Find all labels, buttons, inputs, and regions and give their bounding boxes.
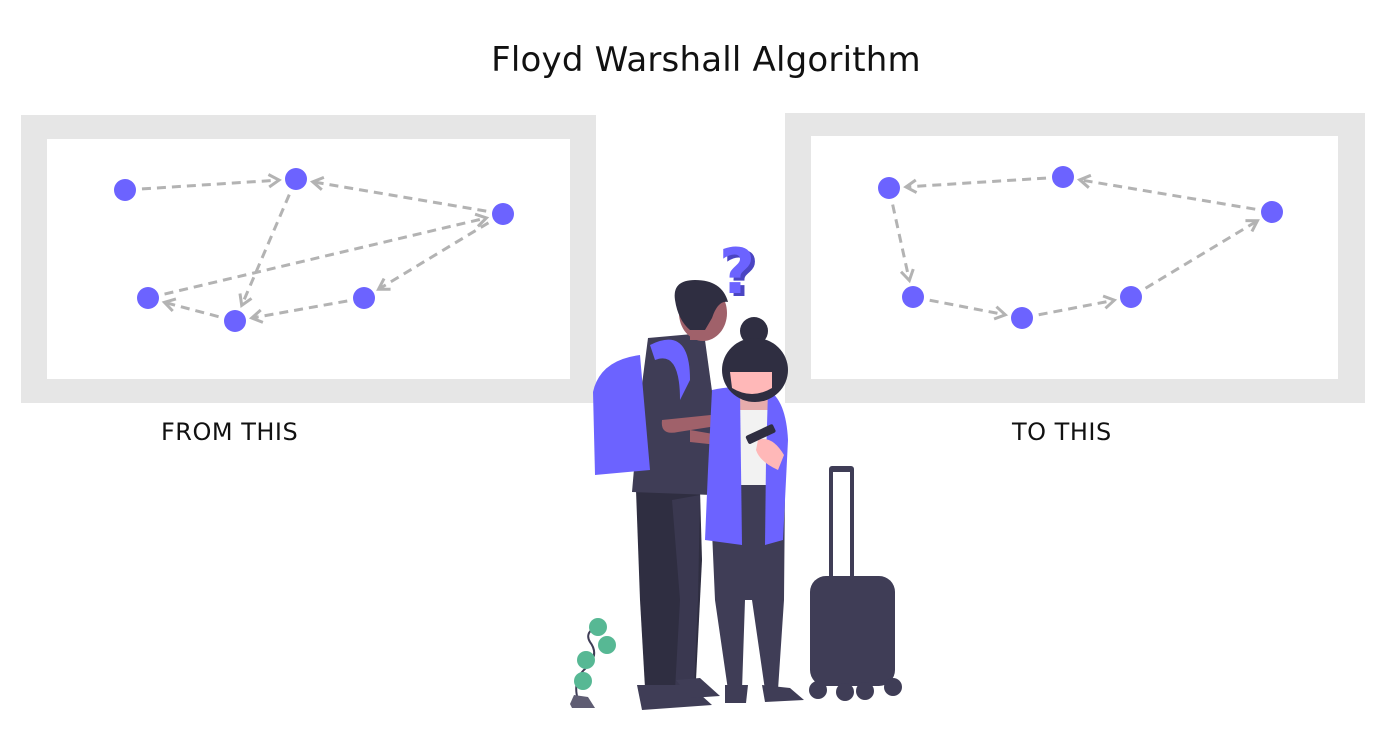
node-F [353,287,375,309]
node-E [224,310,246,332]
edge-C-F [377,221,490,291]
edge-E-D [164,300,219,319]
question-mark-shadow: ? [723,238,759,311]
page-title: Floyd Warshall Algorithm [491,40,921,80]
man-figure [593,280,748,710]
caption-before: FROM THIS [161,418,299,446]
node-B [1052,166,1074,188]
edge-B-A [905,176,1047,189]
arrowhead-D-E [993,305,1009,321]
panel-canvas [811,136,1338,379]
panel-before [21,115,596,403]
woman-figure [705,317,804,703]
node-D [137,287,159,309]
edge-E-F [1038,298,1115,317]
arrowhead-E-D [161,297,177,313]
edge-F-C [1144,219,1259,290]
arrowhead-F-C [1245,219,1260,233]
arrowhead-D-C [474,212,490,228]
arrowhead-E-F [1102,294,1118,310]
edge-D-E [929,298,1006,317]
graph-after [878,166,1283,329]
node-B [285,168,307,190]
node-A [878,177,900,199]
node-C [492,203,514,225]
arrowhead-B-A [903,178,918,194]
node-A [114,179,136,201]
edge-A-D [891,204,911,281]
panel-canvas [47,139,570,379]
edge-B-E [240,194,291,306]
arrowhead-A-B [267,173,282,189]
arrowhead-B-E [238,293,253,309]
graph-before [114,168,514,332]
arrowhead-C-B [1076,173,1092,189]
arrowhead-C-F [376,277,391,291]
edge-D-C [164,216,487,296]
node-E [1011,307,1033,329]
edge-F-E [251,299,348,320]
edge-A-B [141,178,280,191]
caption-after: TO THIS [1012,418,1112,446]
arrowhead-C-B [309,175,325,191]
node-C [1261,201,1283,223]
arrowhead-A-D [899,268,915,284]
travelers-illustration: ? ? [570,235,902,710]
arrowhead-F-E [248,308,264,324]
node-F [1120,286,1142,308]
plant-icon [570,618,616,708]
panel-after [785,113,1365,403]
node-D [902,286,924,308]
suitcase-icon [809,466,902,701]
